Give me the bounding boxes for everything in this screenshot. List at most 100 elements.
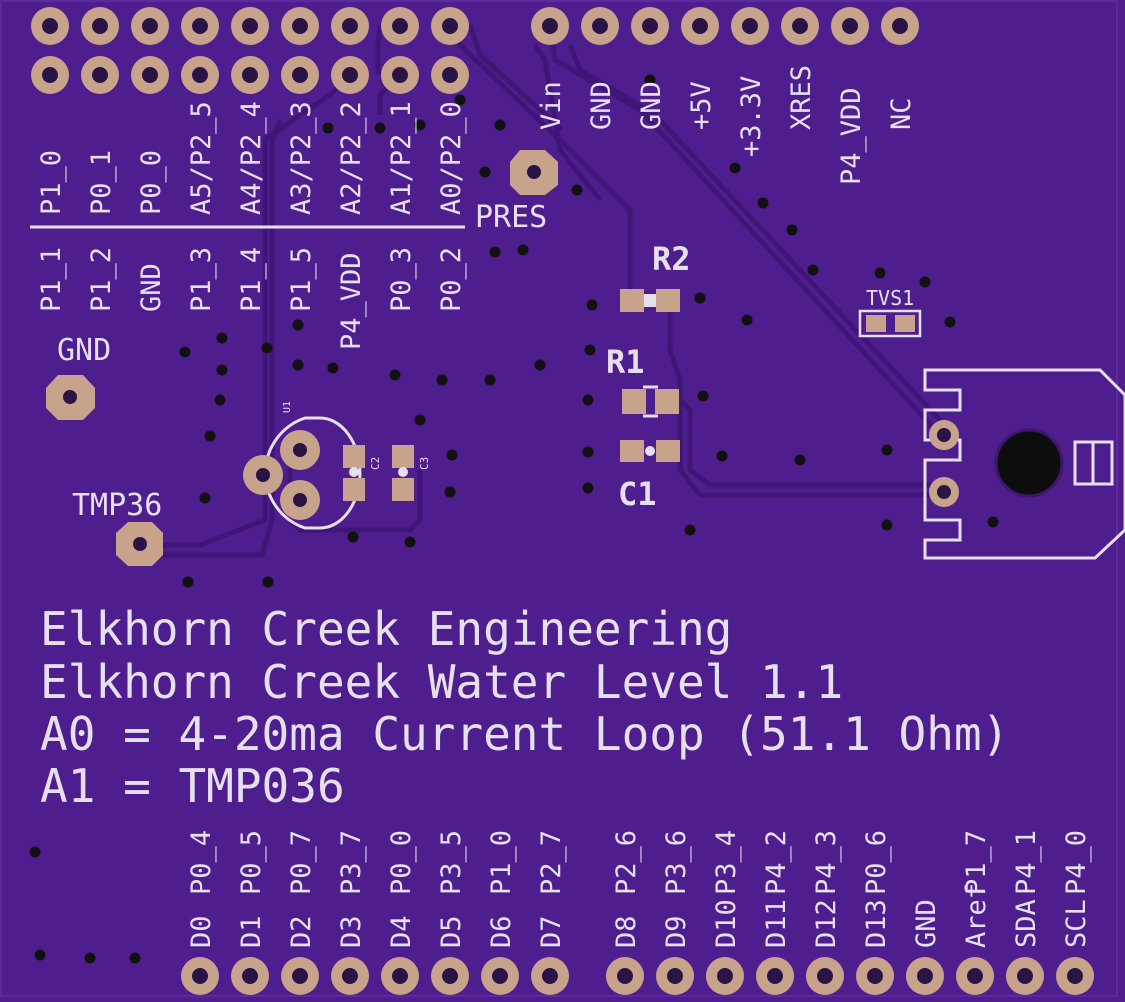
via: [987, 516, 999, 528]
top-header-pad-lower-1: [81, 56, 119, 94]
bottom-port-label: P4_3: [811, 830, 842, 895]
bottom-port-label: P2_7: [536, 830, 567, 895]
top-upper-label: P1_0: [36, 150, 67, 215]
power-label: +5V: [686, 81, 717, 130]
bottom-port-label: P2_6: [611, 830, 642, 895]
tvs1-pad-2: [895, 315, 915, 332]
power-header-pad-4: [731, 7, 769, 45]
top-lower-label: P1_1: [36, 247, 67, 312]
bottom-port-label: P3_6: [661, 830, 692, 895]
c3-pad-1: [392, 445, 414, 468]
via: [454, 94, 466, 106]
title-line-3: A0 = 4-20ma Current Loop (51.1 Ohm): [40, 707, 1009, 761]
bottom-digital-label: D9: [661, 915, 692, 948]
via: [729, 162, 741, 174]
via: [414, 119, 426, 131]
bottom-header-pad-1: [231, 957, 269, 995]
top-lower-label: P4_VDD: [336, 252, 367, 350]
power-label: P4_VDD: [836, 87, 867, 185]
bottom-port-label: P4_0: [1061, 830, 1092, 895]
power-label: NC: [886, 97, 917, 130]
bottom-digital-label: D12: [811, 899, 842, 948]
power-header-pads: [531, 7, 919, 45]
bottom-digital-label: D7: [536, 915, 567, 948]
bottom-digital-label: D11: [761, 899, 792, 948]
via: [919, 276, 931, 288]
via: [261, 342, 273, 354]
bottom-header-pad-4: [381, 957, 419, 995]
via: [129, 952, 141, 964]
c2-pad-2: [343, 478, 365, 501]
r1-label: R1: [606, 343, 645, 381]
top-header-pad-lower-6: [331, 56, 369, 94]
bottom-header-pad-14: [906, 957, 944, 995]
top-header-pad-lower-8: [431, 56, 469, 94]
top-upper-label: A2/P2_2: [336, 101, 367, 215]
gnd-pad-label: GND: [57, 333, 111, 368]
bottom-header-pad-13: [856, 957, 894, 995]
top-header-pad-lower-5: [281, 56, 319, 94]
bottom-digital-label: D5: [436, 915, 467, 948]
top-header-pad-upper-0: [31, 7, 69, 45]
via: [584, 344, 596, 356]
power-header-pad-7: [881, 7, 919, 45]
bottom-header-pad-17: [1056, 957, 1094, 995]
via: [807, 264, 819, 276]
power-label: XRES: [786, 65, 817, 130]
power-header-pad-5: [781, 7, 819, 45]
tvs1-label: TVS1: [866, 286, 914, 310]
via: [697, 390, 709, 402]
via: [517, 244, 529, 256]
bottom-digital-label: D13: [861, 899, 892, 948]
bottom-header-pad-3: [331, 957, 369, 995]
bottom-header-pad-0: [181, 957, 219, 995]
via: [414, 414, 426, 426]
tmp36-pad-hole: [133, 537, 147, 551]
title-line-1: Elkhorn Creek Engineering: [40, 602, 732, 656]
mounting-hole: [994, 428, 1064, 498]
u1-outline: [263, 416, 362, 530]
bottom-digital-label: D8: [611, 915, 642, 948]
top-header-pad-lower-7: [381, 56, 419, 94]
via: [389, 369, 401, 381]
bottom-port-label: P3_7: [336, 830, 367, 895]
bottom-digital-label: D4: [386, 915, 417, 948]
r2-pad-2: [656, 289, 680, 312]
top-upper-label: A0/P2_0: [436, 101, 467, 215]
via: [582, 394, 594, 406]
via: [684, 524, 696, 536]
via: [34, 949, 46, 961]
c2-label: C2: [369, 457, 382, 470]
bottom-header-pad-16: [1006, 957, 1044, 995]
c1-label: C1: [618, 475, 657, 513]
top-upper-label: A4/P2_4: [236, 101, 267, 215]
bottom-header-pads: [181, 957, 1094, 995]
u1-label: U1: [282, 401, 293, 413]
top-header-pad-upper-4: [231, 7, 269, 45]
via: [794, 454, 806, 466]
power-header-pad-6: [831, 7, 869, 45]
top-header-pad-upper-8: [431, 7, 469, 45]
via: [582, 446, 594, 458]
via: [322, 122, 334, 134]
c2-pad-1: [343, 445, 365, 468]
c1-pad-2: [656, 440, 680, 462]
bottom-port-label: P3_4: [711, 830, 742, 895]
via: [757, 197, 769, 209]
top-header-pad-lower-2: [131, 56, 169, 94]
power-label: +3.3V: [736, 76, 767, 157]
title-block: Elkhorn Creek Engineering Elkhorn Creek …: [40, 602, 1009, 813]
bottom-port-label: P0_6: [861, 830, 892, 895]
via: [786, 224, 798, 236]
via: [179, 346, 191, 358]
top-lower-label: P0_3: [386, 247, 417, 312]
top-header-pad-upper-3: [181, 7, 219, 45]
top-upper-label: A5/P2_5: [186, 101, 217, 215]
via: [741, 314, 753, 326]
via: [347, 531, 359, 543]
